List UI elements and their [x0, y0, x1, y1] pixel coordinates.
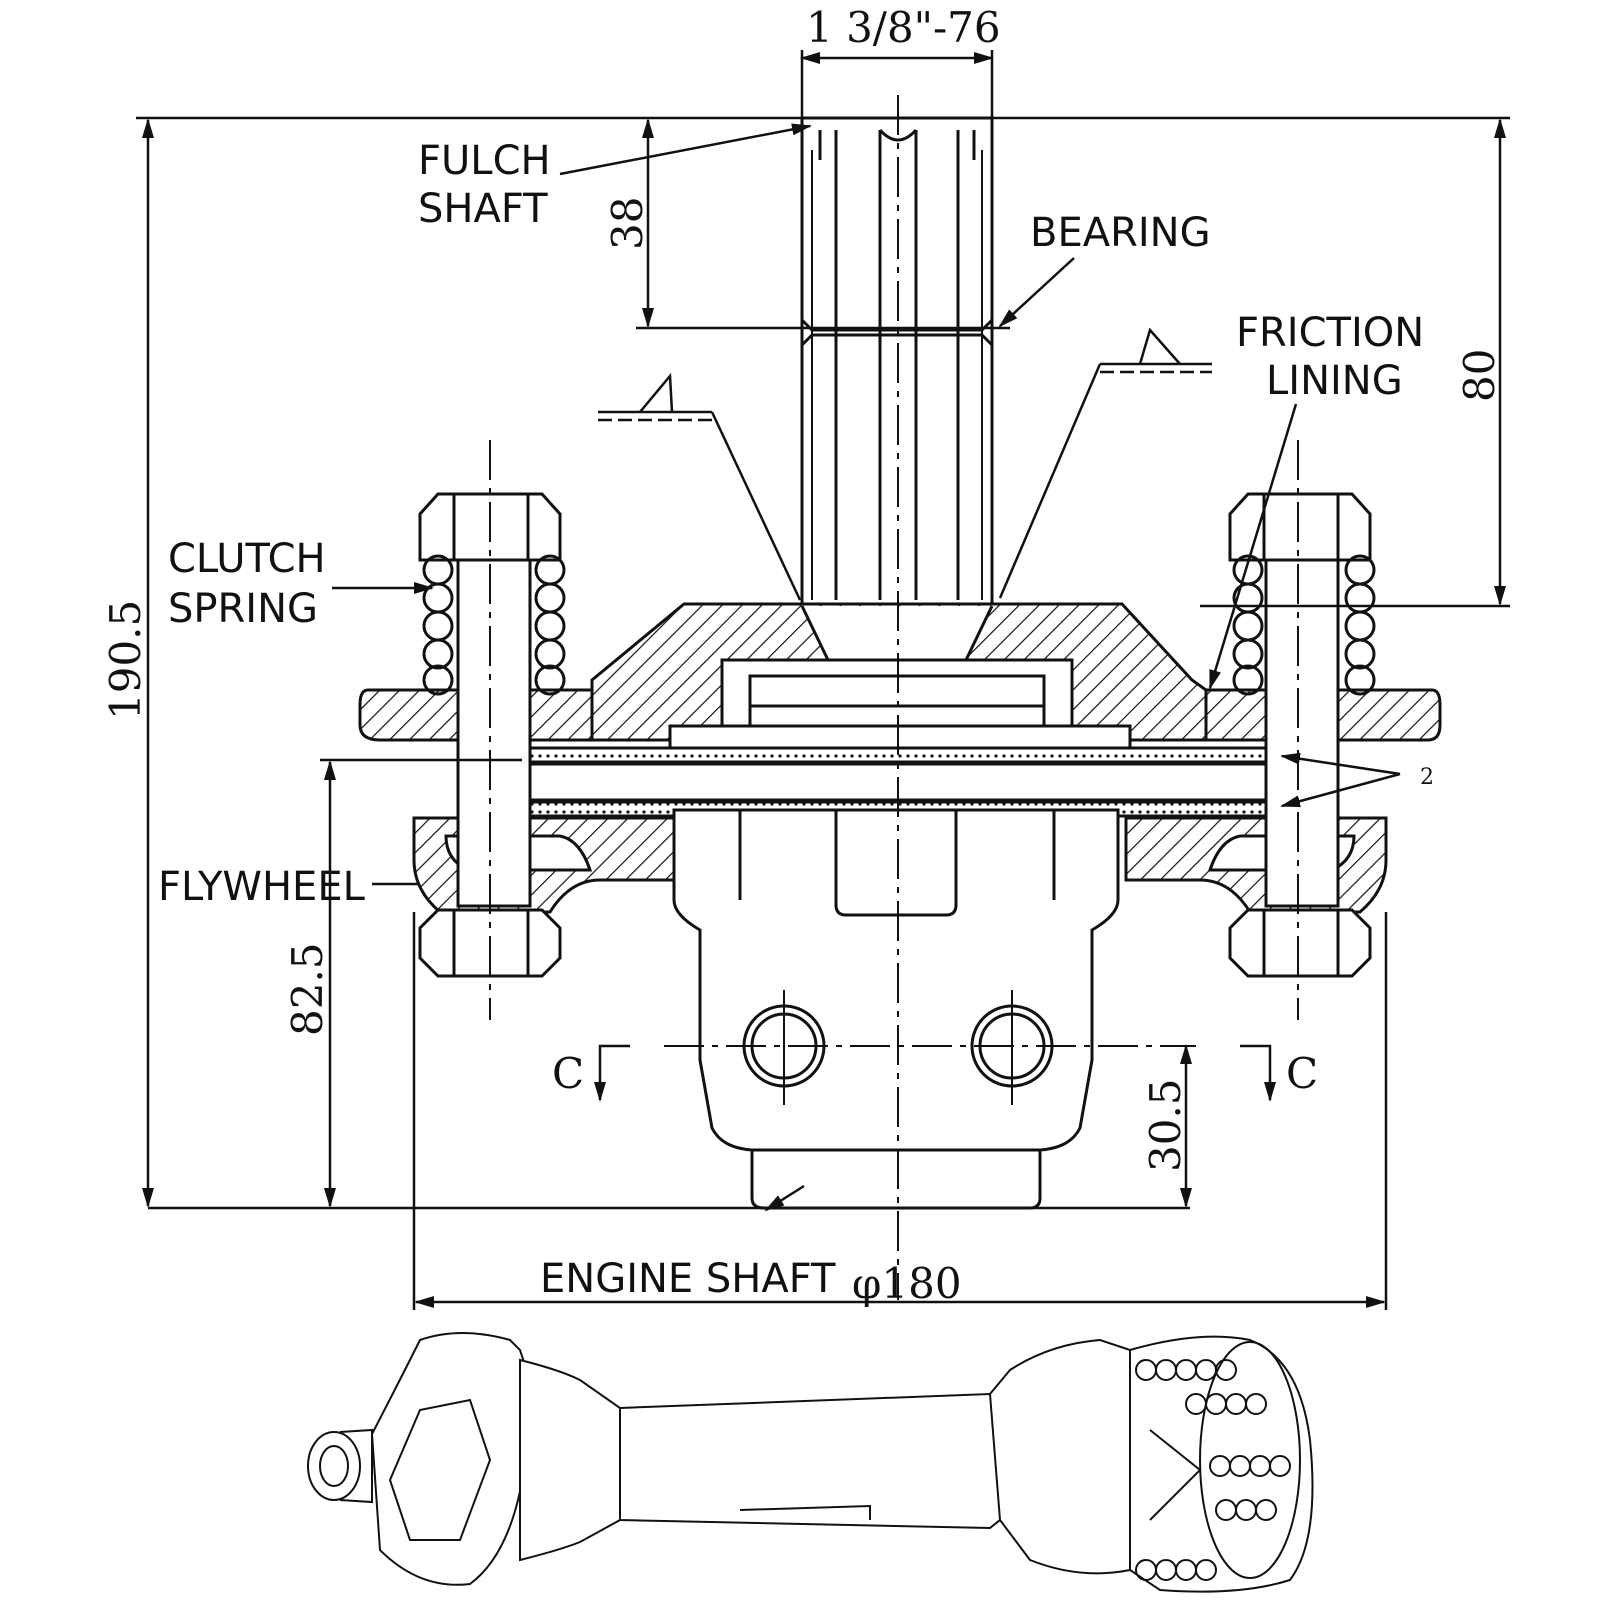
friction-discs	[520, 746, 1282, 818]
dimension-labels: 1 3/8"-76 38 80 190.5 82.5 30.5 φ180 2 C…	[101, 3, 1504, 1308]
section-mark-left: C	[552, 1049, 584, 1098]
fulch-shaft-label-1: FULCH	[418, 138, 551, 184]
hole-offset-dimension: 30.5	[1141, 1078, 1190, 1172]
section-marks	[594, 1044, 1276, 1102]
bearing-label: BEARING	[1030, 210, 1211, 256]
top-thread-dimension: 1 3/8"-76	[806, 3, 1001, 52]
fulch-shaft-label-2: SHAFT	[418, 186, 548, 232]
friction-lining-label-2: LINING	[1266, 358, 1403, 404]
part-labels: FULCH SHAFT BEARING FRICTION LINING CLUT…	[158, 138, 1424, 1302]
right-clutch-spring	[1232, 554, 1376, 696]
friction-lining-label-1: FRICTION	[1236, 310, 1424, 356]
shaft-height-dimension: 80	[1455, 349, 1504, 402]
overall-height-dimension: 190.5	[101, 600, 150, 720]
right-bolt-assembly	[1228, 492, 1376, 978]
engine-shaft-housing	[672, 808, 1120, 1210]
clutch-spring-label-1: CLUTCH	[168, 536, 326, 582]
pto-spring-stack-mid	[1209, 1455, 1291, 1521]
section-mark-right: C	[1286, 1049, 1318, 1098]
spline-length-dimension: 38	[603, 197, 652, 250]
leader-lines	[332, 123, 1401, 1212]
clutch-spring-label-2: SPRING	[168, 586, 318, 632]
center-lines	[489, 95, 1299, 1300]
surface-finish-symbols	[598, 327, 1212, 601]
left-bolt-assembly	[418, 492, 566, 978]
pto-shaft-illustration	[307, 1332, 1314, 1593]
left-clutch-spring	[422, 554, 566, 696]
splined-shaft	[800, 116, 994, 608]
flywheel-label: FLYWHEEL	[158, 864, 366, 910]
lower-height-dimension: 82.5	[283, 942, 332, 1036]
dimension-lines	[136, 50, 1510, 1310]
engine-shaft-label: ENGINE SHAFT	[540, 1256, 836, 1302]
pto-spring-stack-bottom	[1135, 1559, 1217, 1581]
part-count-label: 2	[1420, 765, 1434, 790]
pto-spring-stack-top	[1135, 1359, 1267, 1415]
diameter-dimension: φ180	[852, 1259, 962, 1308]
